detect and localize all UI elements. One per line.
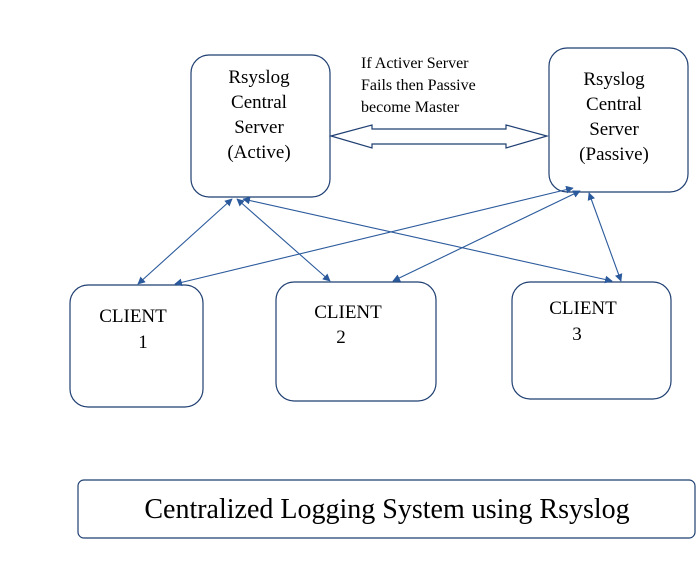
passive-server-line-4: (Passive) [579,144,649,165]
passive-server-line-3: Server [589,119,639,140]
failover-note: If Activer Server Fails then Passive bec… [361,55,476,116]
client-3-number: 3 [572,324,582,345]
active-server-line-3: Server [234,117,284,138]
caption-box: Centralized Logging System using Rsyslog [77,479,696,539]
failover-note-line-3: become Master [361,99,460,116]
passive-server-line-2: Central [586,94,642,115]
client-2-label: CLIENT [314,302,382,323]
connector-passive-client1 [174,185,574,287]
connector-active-client3 [242,196,613,284]
passive-server-line-1: Rsyslog [583,69,645,90]
active-server-line-4: (Active) [227,142,290,163]
failover-note-line-1: If Activer Server [361,55,469,72]
connector-passive-client3 [587,192,623,282]
connector-active-client2 [236,198,331,282]
client-1-label: CLIENT [99,306,167,327]
client-1-number: 1 [138,332,148,353]
active-server-line-1: Rsyslog [228,67,290,88]
active-server-node: Rsyslog Central Server (Active) [190,54,331,198]
caption-text: Centralized Logging System using Rsyslog [144,494,629,525]
client-2-number: 2 [336,327,346,348]
failover-note-line-2: Fails then Passive [361,77,476,94]
client-1-node: CLIENT 1 [69,284,204,408]
connector-passive-client2 [392,190,581,282]
client-3-label: CLIENT [549,298,617,319]
client-2-node: CLIENT 2 [275,281,437,402]
passive-server-node: Rsyslog Central Server (Passive) [548,47,689,193]
connector-active-client1 [137,198,233,285]
failover-block-arrow [328,124,550,149]
active-server-line-2: Central [231,92,287,113]
client-3-node: CLIENT 3 [511,281,672,400]
